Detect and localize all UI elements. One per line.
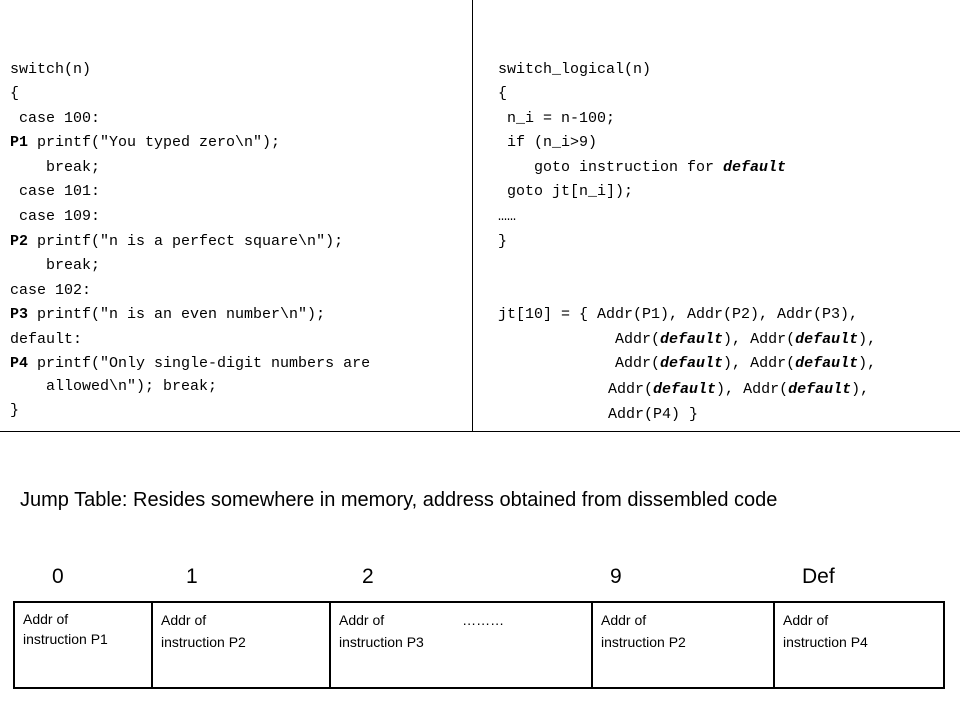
code-line: goto instruction for default <box>498 159 786 177</box>
code-line-p4: P4 printf("Only single-digit numbers are <box>10 355 370 373</box>
code-text: printf("You typed zero\n"); <box>28 134 281 151</box>
code-line: switch(n) <box>10 61 92 78</box>
table-cell-2: Addr of………instruction P3 <box>329 601 593 689</box>
code-line: break; <box>10 257 101 274</box>
keyword-default: default <box>795 331 859 348</box>
code-line: allowed\n"); break; <box>10 378 218 395</box>
index-label-def: Def <box>802 565 835 588</box>
code-line-p3: P3 printf("n is an even number\n"); <box>10 306 325 324</box>
code-line: …… <box>498 208 517 225</box>
left-code-panel: switch(n) { case 100: P1 printf("You typ… <box>0 0 960 419</box>
code-text: printf("n is a perfect square\n"); <box>28 233 344 250</box>
jump-table-caption: Jump Table: Resides somewhere in memory,… <box>20 489 778 511</box>
code-line: case 101: <box>10 183 101 200</box>
jt-line: Addr(P4) } <box>608 406 699 423</box>
code-line: switch_logical(n) <box>498 61 652 78</box>
keyword-default: default <box>653 381 717 398</box>
label-p1: P1 <box>10 134 29 151</box>
index-label-9: 9 <box>610 565 622 588</box>
keyword-default: default <box>788 381 852 398</box>
code-line: default: <box>10 331 83 348</box>
code-text: printf("Only single-digit numbers are <box>28 355 371 372</box>
code-line: case 100: <box>10 110 101 127</box>
index-label-2: 2 <box>362 565 374 588</box>
index-label-0: 0 <box>52 565 64 588</box>
jt-line: Addr(default), Addr(default), <box>615 331 877 348</box>
horizontal-divider <box>0 431 960 432</box>
keyword-default: default <box>795 355 859 372</box>
keyword-default: default <box>723 159 787 176</box>
code-text: goto instruction for <box>498 159 724 176</box>
code-line: { <box>498 85 508 102</box>
keyword-default: default <box>660 355 724 372</box>
jt-line: Addr(default), Addr(default), <box>615 355 877 372</box>
code-line: goto jt[n_i]); <box>498 183 634 200</box>
code-text: printf("n is an even number\n"); <box>28 306 326 323</box>
code-line: } <box>498 233 508 250</box>
vertical-divider <box>472 0 473 432</box>
label-p3: P3 <box>10 306 29 323</box>
code-line-p2: P2 printf("n is a perfect square\n"); <box>10 233 343 251</box>
label-p2: P2 <box>10 233 29 250</box>
code-line: } <box>10 402 20 419</box>
code-line: case 109: <box>10 208 101 225</box>
index-label-1: 1 <box>186 565 198 588</box>
label-p4: P4 <box>10 355 29 372</box>
code-line: { <box>10 85 20 102</box>
code-line-p1: P1 printf("You typed zero\n"); <box>10 134 280 152</box>
right-code-panel: switch_logical(n) { n_i = n-100; if (n_i… <box>0 61 960 527</box>
code-line: case 102: <box>10 282 92 299</box>
keyword-default: default <box>660 331 724 348</box>
jt-line: jt[10] = { Addr(P1), Addr(P2), Addr(P3), <box>498 306 859 323</box>
jt-line: Addr(default), Addr(default), <box>608 381 870 398</box>
code-line: break; <box>10 159 101 176</box>
code-line: if (n_i>9) <box>498 134 598 151</box>
code-line: n_i = n-100; <box>498 110 616 127</box>
ellipsis: ……… <box>462 612 505 628</box>
